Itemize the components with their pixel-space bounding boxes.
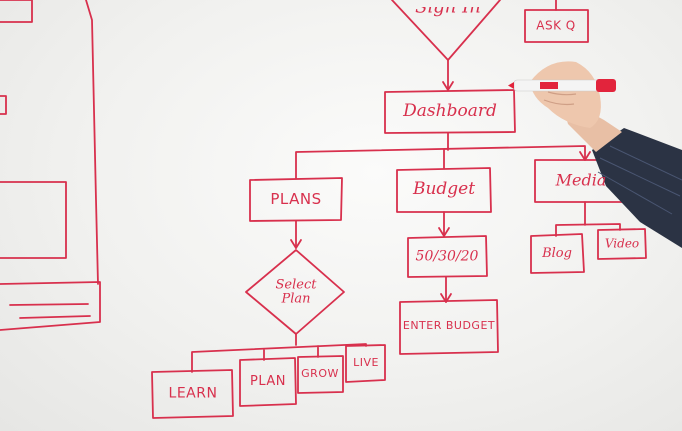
select-plan-label: Select Plan (275, 277, 317, 306)
ask-q-box (524, 9, 589, 43)
sign-in-label: Sign In (415, 0, 481, 18)
learn-label: LEARN (168, 385, 218, 402)
video-label: Video (604, 236, 640, 251)
ask-q-label: ASK Q (536, 18, 576, 33)
media-label: Media (555, 170, 607, 190)
live-box (345, 344, 386, 383)
plan-label: PLAN (250, 374, 286, 390)
learn-box (151, 369, 234, 419)
video-box (597, 228, 647, 260)
grow-box (297, 355, 344, 394)
plans-box (249, 177, 343, 222)
plans-label: PLANS (270, 190, 322, 209)
dashboard-box (384, 89, 516, 134)
wireframe-sketch (0, 0, 101, 331)
plan-box (239, 357, 297, 407)
sleeve (592, 128, 682, 248)
grow-label: GROW (301, 367, 339, 381)
connector (191, 333, 367, 373)
connector (295, 132, 586, 179)
hand-with-marker (508, 61, 682, 248)
dashboard-label: Dashboard (403, 101, 497, 122)
enter-budget-box (399, 299, 499, 355)
blog-box (530, 233, 585, 274)
budget-box (396, 167, 492, 213)
split-box (407, 235, 488, 278)
blog-label: Blog (542, 246, 572, 262)
connector (555, 201, 621, 237)
split-label: 50/30/20 (415, 248, 479, 265)
marker-cap (596, 79, 616, 92)
budget-label: Budget (412, 179, 476, 200)
live-label: LIVE (353, 356, 379, 370)
enter-budget-label: ENTER BUDGET (402, 319, 496, 333)
